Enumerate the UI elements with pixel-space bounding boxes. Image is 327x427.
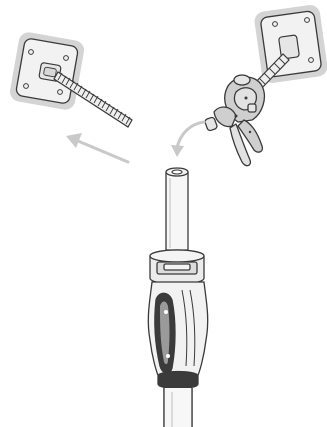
locking-collar (150, 250, 204, 284)
clamp-mount (204, 4, 327, 166)
clamp-body (204, 75, 264, 166)
pole-assembly (148, 168, 207, 427)
arrow-curved-down-icon (171, 122, 204, 157)
threaded-rod-mount (8, 31, 132, 127)
arrow-left-icon (66, 133, 128, 162)
pole-grip (148, 282, 207, 389)
inner-tube (166, 172, 188, 250)
direction-arrows (66, 122, 204, 162)
rod-bracket-inner (43, 67, 56, 77)
tube-bore (172, 170, 182, 174)
